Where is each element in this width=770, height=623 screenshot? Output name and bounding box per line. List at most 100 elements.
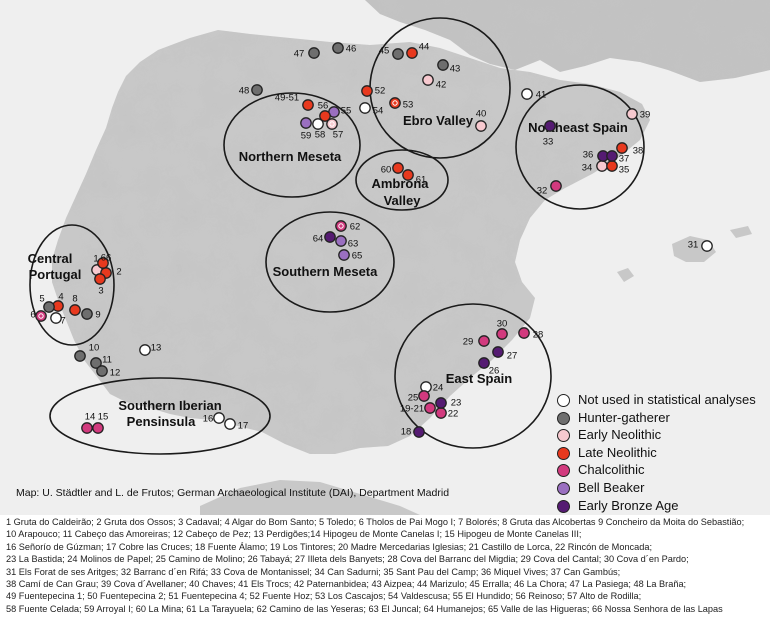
caption-line-1: 1 Gruta do Caldeirão; 2 Gruta dos Ossos;… — [6, 517, 745, 527]
site-marker-62 — [335, 220, 347, 232]
region-label-2: Ebro Valley — [403, 113, 474, 128]
site-marker-6 — [35, 310, 47, 322]
site-marker-39 — [626, 108, 638, 120]
caption-line-6: 38 Camí de Can Grau; 39 Cova d´Avellaner… — [6, 579, 687, 590]
site-markers — [35, 42, 713, 438]
site-label-12: 12 — [110, 368, 121, 379]
site-label-1: 1 — [93, 254, 98, 265]
legend-swatch-not_used — [557, 394, 570, 407]
site-label-17: 17 — [238, 421, 249, 432]
site-marker-49-51 — [302, 99, 314, 111]
site-label-56: 56 — [318, 101, 329, 112]
site-label-22: 22 — [448, 409, 459, 420]
region-outline-7 — [394, 303, 552, 449]
site-label-29: 29 — [463, 337, 474, 348]
site-marker-3 — [94, 273, 106, 285]
legend-label-early_neo: Early Neolithic — [578, 427, 662, 443]
site-marker-56 — [319, 110, 331, 122]
region-label-8-line2: Pensinsula — [127, 414, 196, 429]
site-marker-15 — [92, 422, 104, 434]
site-marker-53 — [389, 97, 401, 109]
site-marker-ring-41 — [524, 91, 530, 97]
site-marker-31 — [701, 240, 713, 252]
site-label-3: 3 — [98, 286, 103, 297]
site-label-44: 44 — [419, 42, 430, 53]
site-label-32: 32 — [537, 186, 548, 197]
site-marker-25 — [418, 390, 430, 402]
site-label-30: 30 — [497, 319, 508, 330]
site-label-15: 15 — [98, 412, 109, 423]
site-marker-16 — [213, 412, 225, 424]
region-label-4-line1: Ambrona — [371, 176, 429, 191]
site-marker-9 — [81, 308, 93, 320]
site-label-25: 25 — [408, 393, 419, 404]
region-label-1: Northern Meseta — [239, 149, 342, 164]
site-marker-ring-53 — [392, 100, 398, 106]
legend-label-not_used: Not used in statistical analyses — [578, 392, 756, 407]
site-label-8: 8 — [72, 294, 77, 305]
region-label-6: Southern Meseta — [273, 264, 379, 279]
region-label-5-line1: Central — [28, 251, 73, 266]
legend-label-bronze: Early Bronze Age — [578, 497, 679, 513]
caption-line-4: 23 La Bastida; 24 Molinos de Papel; 25 C… — [6, 554, 689, 565]
site-marker-ring-62 — [338, 223, 344, 229]
site-label-49-51: 49-51 — [275, 93, 299, 104]
site-label-41: 41 — [536, 90, 547, 101]
site-marker-57 — [326, 118, 338, 130]
site-label-40: 40 — [476, 109, 487, 120]
region-outline-1 — [223, 92, 361, 198]
site-marker-41 — [521, 88, 533, 100]
site-marker-58 — [312, 118, 324, 130]
site-label-38: 38 — [633, 146, 644, 157]
site-marker-13 — [139, 344, 151, 356]
site-label-65: 65 — [352, 251, 363, 262]
site-label-42: 42 — [436, 80, 447, 91]
caption-line-8: 58 Fuente Celada; 59 Arroyal I; 60 La Mi… — [6, 603, 723, 614]
site-label-48: 48 — [239, 86, 250, 97]
region-label-8-line1: Southern Iberian — [118, 398, 221, 413]
legend-swatch-hunter — [557, 411, 570, 425]
site-marker-28 — [518, 327, 530, 339]
site-label-5: 5 — [39, 294, 44, 305]
site-label-53: 53 — [403, 100, 414, 111]
site-label-14: 14 — [85, 412, 96, 423]
site-label-26: 26 — [489, 366, 500, 377]
site-label-58: 58 — [315, 130, 326, 141]
region-outline-8 — [49, 377, 271, 455]
site-marker-33 — [544, 120, 556, 132]
site-label-11: 11 — [102, 355, 112, 366]
site-label-39: 39 — [640, 110, 651, 121]
site-marker-44 — [406, 47, 418, 59]
site-marker-ring-7 — [53, 315, 59, 321]
site-marker-61 — [402, 169, 414, 181]
site-marker-19-21 — [424, 402, 436, 414]
site-marker-35 — [606, 160, 618, 172]
site-marker-27 — [492, 346, 504, 358]
site-label-57: 57 — [333, 130, 344, 141]
site-label-35: 35 — [619, 165, 630, 176]
site-label-36: 36 — [583, 150, 594, 161]
site-marker-8 — [69, 304, 81, 316]
site-marker-48 — [251, 84, 263, 96]
site-label-47: 47 — [294, 49, 305, 60]
site-label-13: 13 — [151, 343, 162, 354]
site-marker-46 — [332, 42, 344, 54]
site-label-33: 33 — [543, 137, 554, 148]
site-marker-40 — [475, 120, 487, 132]
site-label-64: 64 — [313, 234, 324, 245]
region-label-5-line2: Portugal — [29, 267, 82, 282]
site-marker-11 — [90, 357, 102, 369]
site-label-45: 45 — [379, 46, 390, 57]
site-marker-30 — [496, 328, 508, 340]
site-marker-43 — [437, 59, 449, 71]
region-outline-5 — [29, 224, 115, 346]
legend-label-hunter: Hunter-gatherer — [578, 409, 670, 425]
site-label-63: 63 — [348, 239, 359, 250]
site-label-28: 28 — [533, 330, 544, 341]
region-label-7: East Spain — [446, 371, 513, 386]
site-list-caption: 1 Gruta do Caldeirão; 2 Gruta dos Ossos;… — [6, 516, 766, 615]
site-marker-32 — [550, 180, 562, 192]
site-marker-ring-57 — [329, 121, 335, 127]
site-marker-5 — [43, 301, 55, 313]
